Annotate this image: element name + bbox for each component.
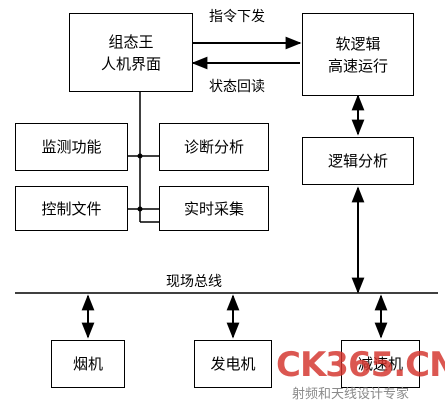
junction-dot (137, 206, 143, 212)
soft-logic-line-1: 软逻辑 (335, 34, 381, 53)
realtime-node: 实时采集 (159, 186, 269, 231)
monitor-label: 监测功能 (41, 138, 102, 156)
diagnosis-label: 诊断分析 (183, 138, 244, 156)
reducer-node: 减速机 (341, 340, 420, 388)
realtime-label: 实时采集 (183, 199, 244, 218)
generator-node: 发电机 (194, 340, 272, 388)
hmi-line-1: 组态王 (108, 32, 154, 51)
reducer-label: 减速机 (357, 355, 403, 373)
fieldbus-label: 现场总线 (166, 274, 222, 290)
command-label: 指令下发 (209, 9, 265, 25)
watermark-subtitle: 射频和天线设计专家 (292, 387, 410, 402)
status-label: 状态回读 (209, 79, 265, 95)
logic-analysis-node: 逻辑分析 (302, 137, 414, 185)
monitor-node: 监测功能 (15, 123, 128, 171)
diagnosis-node: 诊断分析 (159, 123, 269, 171)
smoke-label: 烟机 (72, 355, 103, 373)
generator-label: 发电机 (210, 355, 256, 373)
soft-logic-line-2: 高速运行 (327, 56, 388, 75)
soft-logic-node: 软逻辑 高速运行 (302, 13, 414, 96)
watermark-logo: CK365.CN (276, 345, 445, 385)
hmi-node: 组态王 人机界面 (69, 13, 193, 92)
control-file-label: 控制文件 (41, 199, 102, 218)
junction-dot (137, 153, 143, 159)
logic-analysis-label: 逻辑分析 (327, 152, 388, 170)
smoke-node: 烟机 (51, 340, 125, 388)
control-file-node: 控制文件 (15, 186, 128, 231)
watermark: CK365.CN 射频和天线设计专家 (276, 345, 445, 402)
hmi-line-2: 人机界面 (100, 54, 161, 73)
